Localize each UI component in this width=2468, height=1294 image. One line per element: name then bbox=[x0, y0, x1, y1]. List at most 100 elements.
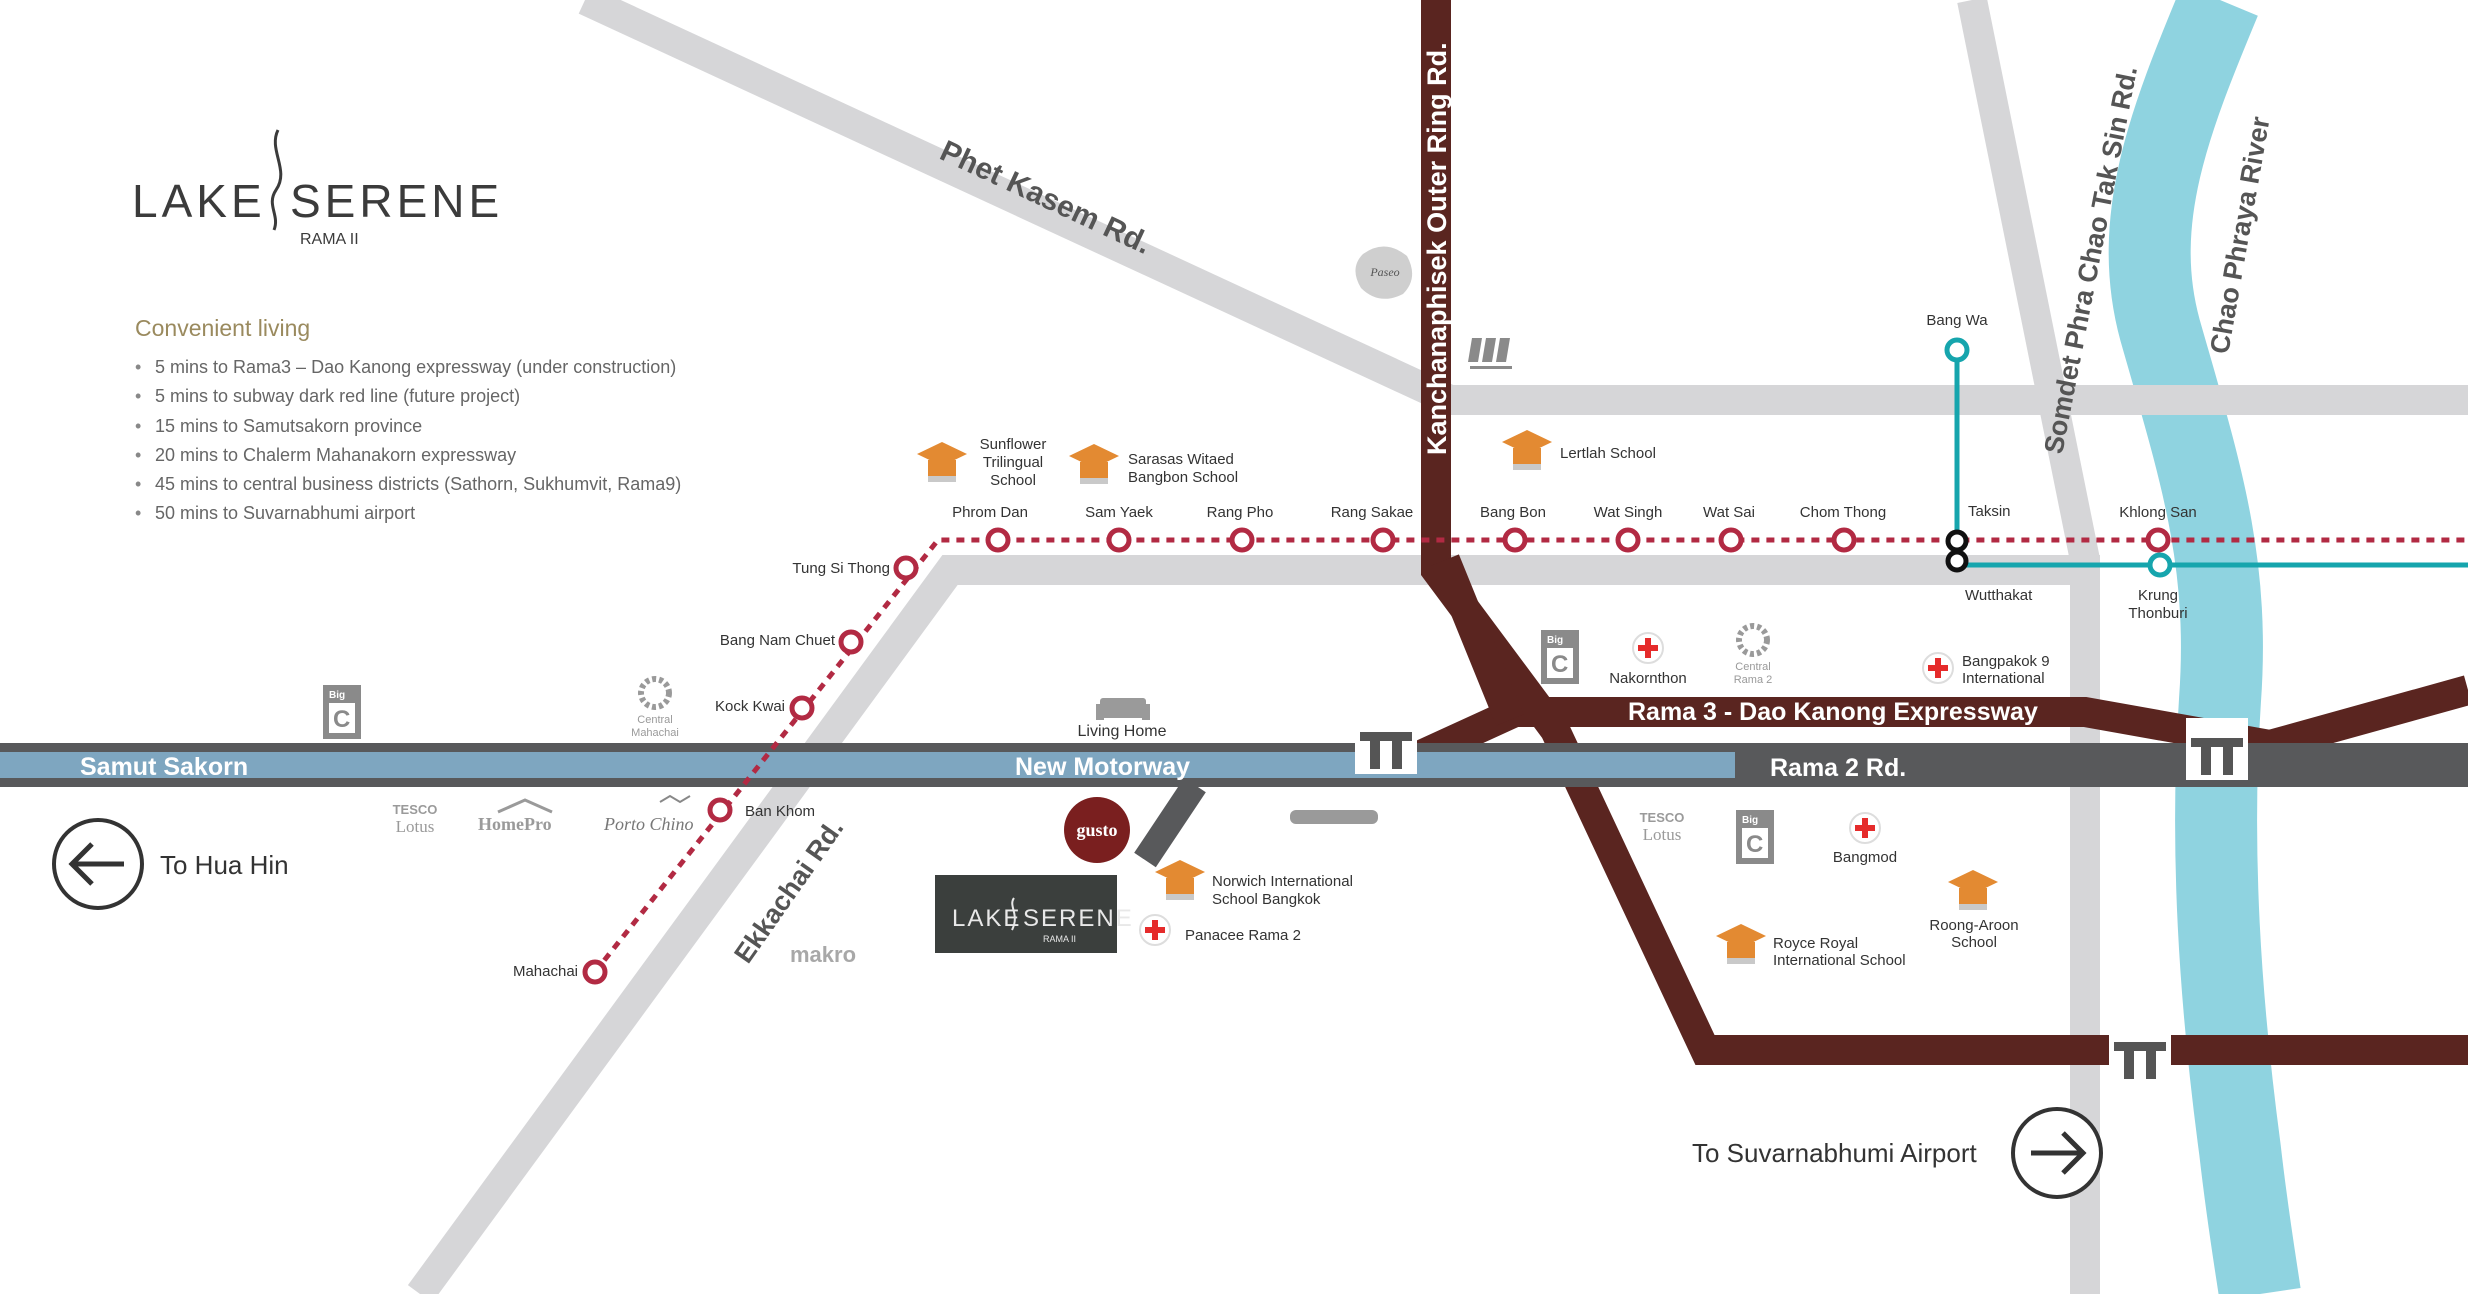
info-list: • 5 mins to Rama3 – Dao Kanong expressway… bbox=[135, 357, 681, 523]
svg-text:•: • bbox=[135, 474, 141, 494]
dark-roads bbox=[1403, 0, 2468, 1065]
svg-text:RAMA II: RAMA II bbox=[1043, 934, 1076, 944]
svg-text:Porto Chino: Porto Chino bbox=[603, 814, 694, 834]
svg-text:Lotus: Lotus bbox=[396, 817, 435, 836]
label-bang-nam-chuet: Bang Nam Chuet bbox=[720, 632, 836, 649]
label-sam-yaek: Sam Yaek bbox=[1085, 504, 1153, 521]
expressway-icon bbox=[2186, 718, 2248, 780]
svg-text:gusto: gusto bbox=[1076, 820, 1117, 840]
hospital-icon bbox=[1849, 812, 1881, 844]
station-rang-sakae bbox=[1370, 527, 1396, 553]
label-norwich: School Bangkok bbox=[1212, 891, 1321, 908]
project-marker: LAKE SERENE RAMA II bbox=[935, 875, 1134, 953]
new-motorway-label: New Motorway bbox=[1015, 753, 1190, 781]
station-chom-thong bbox=[1831, 527, 1857, 553]
svg-text:To Suvarnabhumi Airport: To Suvarnabhumi Airport bbox=[1692, 1138, 1977, 1168]
feeder-road bbox=[1431, 554, 1524, 726]
expressway-icon bbox=[2109, 1022, 2171, 1084]
svg-text:•: • bbox=[135, 445, 141, 465]
interchange-taksin bbox=[1945, 529, 1969, 573]
svg-text:TESCO: TESCO bbox=[393, 802, 438, 817]
svg-text:Rama 2: Rama 2 bbox=[1734, 674, 1773, 686]
info-item: 50 mins to Suvarnabhumi airport bbox=[155, 503, 415, 523]
svg-text:C: C bbox=[1551, 651, 1568, 678]
station-rang-pho bbox=[1229, 527, 1255, 553]
label-mahachai: Mahachai bbox=[513, 963, 578, 980]
school-icon bbox=[1716, 924, 1766, 964]
school-icon bbox=[1502, 430, 1552, 470]
tesco-lotus-logo: TESCO Lotus bbox=[1640, 810, 1685, 844]
access-road bbox=[1134, 777, 1206, 868]
label-bangmod: Bangmod bbox=[1833, 849, 1897, 866]
motorway bbox=[0, 743, 2468, 787]
svg-text:Big: Big bbox=[1547, 635, 1563, 646]
svg-text:HomePro: HomePro bbox=[478, 814, 552, 834]
svg-text:Big: Big bbox=[329, 690, 345, 701]
station-wat-singh bbox=[1615, 527, 1641, 553]
svg-text:LAKE: LAKE bbox=[952, 905, 1021, 932]
station-markers bbox=[582, 527, 2171, 985]
label-bangpakok: International bbox=[1962, 670, 2045, 687]
rama2-label: Rama 2 Rd. bbox=[1770, 754, 1906, 782]
label-taksin: Taksin bbox=[1968, 503, 2011, 520]
info-item: 15 mins to Samutsakorn province bbox=[155, 416, 422, 436]
svg-text:Paseo: Paseo bbox=[1369, 265, 1399, 279]
station-tung-si-thong bbox=[893, 555, 919, 581]
label-sunflower: School bbox=[990, 472, 1036, 489]
station-labels: Tung Si Thong Bang Nam Chuet Kock Kwai B… bbox=[513, 312, 2197, 980]
hospital-icon bbox=[1922, 652, 1954, 684]
hua-hin-direction: To Hua Hin bbox=[52, 818, 289, 910]
svg-text:•: • bbox=[135, 357, 141, 377]
kanchanaphisek-road bbox=[1421, 0, 2468, 1065]
svg-text:SERENE: SERENE bbox=[1023, 905, 1134, 932]
label-bangpakok: Bangpakok 9 bbox=[1962, 653, 2050, 670]
hospital-icon bbox=[1139, 914, 1171, 946]
gray-roads bbox=[407, 0, 2468, 1294]
brand-logo: LAKE SERENE RAMA II bbox=[132, 129, 499, 248]
svg-text:•: • bbox=[135, 386, 141, 406]
svg-text:To Hua Hin: To Hua Hin bbox=[160, 850, 289, 880]
svg-text:C: C bbox=[333, 706, 350, 733]
chao-phraya-river bbox=[2108, 0, 2301, 1294]
label-chom-thong: Chom Thong bbox=[1800, 504, 1886, 521]
station-wat-sai bbox=[1718, 527, 1744, 553]
expressway-icon bbox=[1355, 712, 1417, 774]
info-item: 5 mins to Rama3 – Dao Kanong expressway … bbox=[155, 357, 676, 377]
label-phrom-dan: Phrom Dan bbox=[952, 504, 1028, 521]
station-bang-nam-chuet bbox=[838, 629, 864, 655]
svg-text:Central: Central bbox=[1735, 661, 1770, 673]
label-rang-sakae: Rang Sakae bbox=[1331, 504, 1414, 521]
tesco-lotus-logo: TESCO Lotus bbox=[393, 802, 438, 836]
porto-chino-logo: Porto Chino bbox=[603, 794, 694, 834]
svg-text:RAMA II: RAMA II bbox=[300, 231, 359, 248]
info-item: 20 mins to Chalerm Mahanakorn expressway bbox=[155, 445, 516, 465]
station-kock-kwai bbox=[789, 695, 815, 721]
makro-logo: makro bbox=[790, 942, 856, 967]
label-sarasas: Sarasas Witaed bbox=[1128, 451, 1234, 468]
svg-text:C: C bbox=[1746, 831, 1763, 858]
label-wat-sai: Wat Sai bbox=[1703, 504, 1755, 521]
station-mahachai bbox=[582, 959, 608, 985]
info-heading: Convenient living bbox=[135, 315, 310, 341]
label-lertlah: Lertlah School bbox=[1560, 445, 1656, 462]
school-icon bbox=[1155, 860, 1205, 900]
label-nakornthon: Nakornthon bbox=[1609, 670, 1687, 687]
label-wat-singh: Wat Singh bbox=[1594, 504, 1663, 521]
hospital-icons bbox=[1139, 632, 1954, 946]
central-logo: Central Rama 2 bbox=[1734, 623, 1773, 686]
label-krung: Krung bbox=[2138, 587, 2178, 604]
mall-logo bbox=[1468, 338, 1512, 369]
central-logo: Central Mahachai bbox=[631, 676, 679, 739]
school-icon bbox=[1948, 870, 1998, 910]
station-bang-wa bbox=[1944, 337, 1970, 363]
label-panacee: Panacee Rama 2 bbox=[1185, 927, 1301, 944]
station-khlong-san bbox=[2145, 527, 2171, 553]
station-krung-thonburi bbox=[2147, 552, 2173, 578]
label-living-home: Living Home bbox=[1078, 723, 1167, 740]
hospital-icon bbox=[1632, 632, 1664, 664]
label-rang-pho: Rang Pho bbox=[1207, 504, 1274, 521]
